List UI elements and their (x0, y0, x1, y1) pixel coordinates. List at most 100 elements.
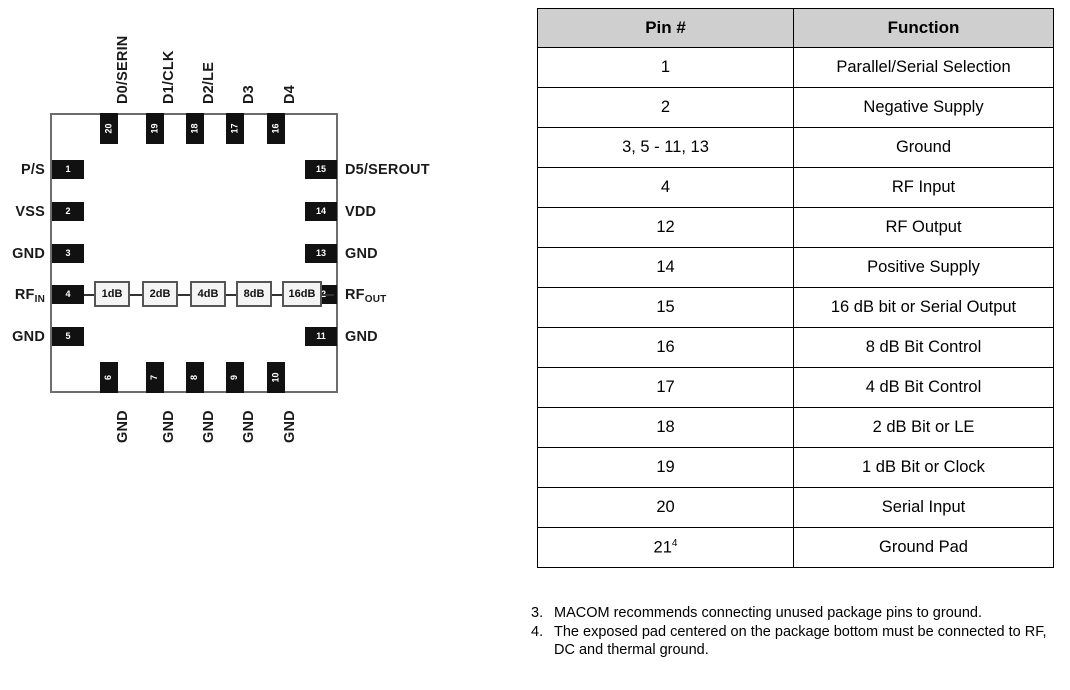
pin-pad-13: 13 (305, 244, 337, 263)
pin-label-2: VSS (15, 204, 45, 220)
pin-pad-10: 10 (267, 362, 285, 393)
pin-pad-3-number: 3 (65, 248, 71, 258)
cell-function: RF Output (793, 207, 1054, 248)
cell-function: 8 dB Bit Control (793, 327, 1054, 368)
pin-pad-5-number: 5 (65, 331, 71, 341)
cell-function: 16 dB bit or Serial Output (793, 287, 1054, 328)
pin-pad-1: 1 (52, 160, 84, 179)
pin-pad-16-number: 16 (270, 123, 281, 134)
pin-pad-11: 11 (305, 327, 337, 346)
pin-label-6: GND (115, 410, 131, 443)
atten-wire-in (84, 294, 94, 296)
pin-label-3: GND (12, 246, 45, 262)
pin-pad-4-number: 4 (65, 289, 71, 299)
cell-function: Negative Supply (793, 87, 1054, 128)
cell-pin: 16 (537, 327, 794, 368)
pin-pad-2-number: 2 (65, 206, 71, 216)
column-header-pin: Pin # (537, 8, 794, 48)
pin-pad-19: 19 (146, 113, 164, 144)
table-header-row: Pin # Function (537, 8, 1054, 48)
column-header-function: Function (793, 8, 1054, 48)
atten-wire-2 (178, 294, 190, 296)
pin-pad-15: 15 (305, 160, 337, 179)
pin-pad-20: 20 (100, 113, 118, 144)
cell-function: 2 dB Bit or LE (793, 407, 1054, 448)
cell-function: 4 dB Bit Control (793, 367, 1054, 408)
pin-pad-15-number: 15 (315, 164, 326, 174)
cell-pin: 12 (537, 207, 794, 248)
footnotes-block: 3. MACOM recommends connecting unused pa… (531, 605, 1061, 661)
cell-function: 1 dB Bit or Clock (793, 447, 1054, 488)
pin-pad-7-number: 7 (149, 374, 160, 381)
atten-block-8db: 8dB (236, 281, 272, 307)
atten-wire-out (322, 294, 334, 296)
cell-pin: 18 (537, 407, 794, 448)
pin-label-18: D2/LE (201, 61, 217, 104)
cell-pin: 20 (537, 487, 794, 528)
footnote-4-number: 4. (531, 623, 544, 640)
cell-pin: 15 (537, 287, 794, 328)
pin-label-13: GND (345, 246, 378, 262)
pin-pad-9: 9 (226, 362, 244, 393)
pin-pad-8-number: 8 (189, 374, 200, 381)
pin-pad-9-number: 9 (229, 374, 240, 381)
pin-pad-14: 14 (305, 202, 337, 221)
pin-pad-4: 4 (52, 285, 84, 304)
cell-pin: 2 (537, 87, 794, 128)
atten-wire-1 (130, 294, 142, 296)
pin-pad-11-number: 11 (316, 331, 326, 341)
cell-function: Parallel/Serial Selection (793, 47, 1054, 88)
pin-label-12-text: RF (345, 287, 365, 303)
pin-pad-5: 5 (52, 327, 84, 346)
pin-pad-6-number: 6 (103, 374, 114, 381)
cell-pin: 4 (537, 167, 794, 208)
pin-label-10: GND (282, 410, 298, 443)
cell-pin: 19 (537, 447, 794, 488)
pin-label-14: VDD (345, 204, 377, 220)
package-pinout-diagram: 20 D0/SERIN 19 D1/CLK 18 D2/LE 17 D3 16 … (0, 0, 520, 690)
cell-pin-footnote-ref: 4 (671, 537, 678, 549)
pin-label-1: P/S (21, 162, 45, 178)
atten-block-16db: 16dB (282, 281, 322, 307)
pin-pad-13-number: 13 (315, 248, 326, 258)
pin-pad-17: 17 (226, 113, 244, 144)
pin-label-4-text: RF (14, 287, 35, 303)
footnote-4: 4. The exposed pad centered on the packa… (531, 624, 1061, 660)
cell-pin-text: 21 (653, 538, 672, 557)
pin-pad-20-number: 20 (103, 123, 114, 134)
footnote-3: 3. MACOM recommends connecting unused pa… (531, 605, 1061, 623)
pin-label-15: D5/SEROUT (345, 162, 430, 178)
pin-pad-10-number: 10 (270, 372, 281, 383)
atten-wire-4 (272, 294, 282, 296)
cell-pin: 3, 5 - 11, 13 (537, 127, 794, 168)
pin-pad-6: 6 (100, 362, 118, 393)
pin-pad-8: 8 (186, 362, 204, 393)
pin-pad-7: 7 (146, 362, 164, 393)
atten-block-1db: 1dB (94, 281, 130, 307)
pin-label-4-sub: IN (34, 294, 45, 305)
footnote-3-text: MACOM recommends connecting unused packa… (554, 605, 982, 621)
pin-label-19: D1/CLK (161, 50, 177, 104)
cell-function: Ground (793, 127, 1054, 168)
footnote-3-number: 3. (531, 605, 544, 621)
pin-label-4: RFIN (0, 287, 45, 305)
pin-pad-19-number: 19 (149, 123, 160, 134)
cell-function: Serial Input (793, 487, 1054, 528)
atten-wire-3 (226, 294, 236, 296)
package-body-outline (50, 113, 338, 393)
pin-label-12: RFOUT (345, 287, 386, 305)
pin-pad-2: 2 (52, 202, 84, 221)
pin-pad-3: 3 (52, 244, 84, 263)
pin-label-11: GND (345, 329, 378, 345)
cell-pin: 14 (537, 247, 794, 288)
pin-label-5: GND (12, 329, 45, 345)
cell-function: Positive Supply (793, 247, 1054, 288)
